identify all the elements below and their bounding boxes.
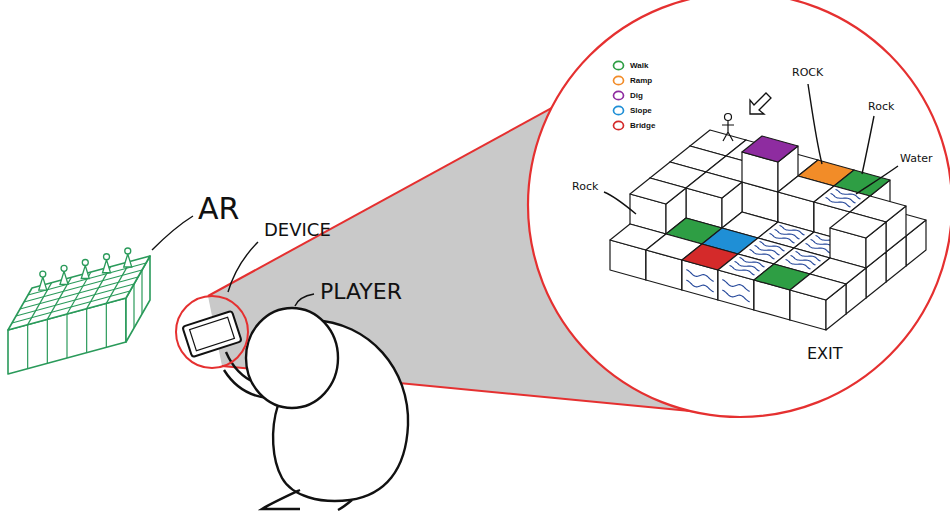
legend-swatch-box	[612, 105, 625, 116]
block-top	[686, 172, 742, 198]
leader-line	[295, 294, 314, 306]
block-top	[790, 274, 846, 300]
board-pawn	[104, 254, 110, 260]
board-pawn	[39, 277, 47, 290]
water-wave	[760, 241, 785, 251]
token-head	[725, 114, 732, 121]
legend-swatch	[614, 61, 624, 69]
ar-board	[8, 248, 150, 374]
player-token	[722, 114, 734, 142]
handwritten-label: AR	[196, 192, 241, 226]
handwritten-label: Rock	[866, 100, 896, 114]
water-wave	[786, 259, 811, 269]
leader-line	[228, 242, 258, 292]
water-wave	[770, 233, 795, 243]
board-pawn	[82, 260, 88, 266]
player-leg	[338, 500, 352, 510]
legend-swatch	[614, 121, 624, 129]
device	[182, 311, 241, 358]
legend-swatch	[614, 106, 624, 114]
legend-text: Dig	[630, 91, 643, 100]
device-body	[182, 311, 241, 358]
board-pawn	[61, 265, 67, 271]
water-wave	[686, 270, 713, 282]
board-grid	[27, 325, 28, 369]
legend-row: Dig	[612, 88, 655, 103]
leader-lines	[152, 84, 898, 306]
block-puzzle	[610, 130, 926, 330]
water-wave	[806, 243, 831, 253]
token-body	[722, 121, 734, 141]
board-grid	[47, 319, 48, 363]
zoom-circle	[528, 0, 950, 417]
handwritten-label: DEVICE	[262, 220, 333, 241]
legend-text: Slope	[630, 106, 652, 115]
handwritten-label: ROCK	[790, 66, 825, 80]
player-figure	[224, 308, 408, 510]
water-wave	[826, 197, 851, 207]
water-wave	[796, 251, 821, 261]
water-wave	[750, 249, 775, 259]
entry-arrow	[750, 93, 771, 114]
water-wave	[831, 193, 856, 203]
handwritten-label: EXIT	[805, 345, 845, 364]
board-grid	[20, 277, 138, 309]
leader-line	[604, 192, 636, 214]
legend-text: Ramp	[630, 76, 652, 85]
water-wave	[722, 280, 749, 292]
board-grid	[133, 284, 134, 328]
water-wave	[735, 261, 760, 271]
legend-swatch-box	[612, 75, 625, 86]
player-head	[246, 308, 338, 408]
legend-text: Bridge	[630, 121, 655, 130]
board-grid	[16, 284, 134, 316]
board-pawn	[124, 254, 132, 267]
water-wave	[740, 257, 765, 267]
legend-row: Bridge	[612, 118, 655, 133]
focus-circle	[176, 296, 248, 368]
device-screen	[190, 317, 235, 350]
board-grid	[106, 303, 107, 347]
player-leg	[262, 490, 300, 509]
board-grid	[141, 270, 142, 314]
leader-line	[862, 116, 874, 174]
board-grid	[12, 291, 130, 323]
legend-row: Ramp	[612, 73, 655, 88]
tile-top	[742, 136, 798, 162]
block-top	[830, 212, 886, 238]
water-wave	[791, 255, 816, 265]
handwritten-label: PLAYER	[318, 279, 404, 304]
board-grid	[28, 263, 146, 295]
legend-swatch-box	[612, 60, 625, 71]
water-wave	[780, 225, 805, 235]
leader-line	[808, 84, 822, 164]
legend-swatch	[614, 76, 624, 84]
leader-line	[152, 216, 193, 250]
water-wave	[686, 280, 713, 292]
legend-row: Slope	[612, 103, 655, 118]
legend-row: Walk	[612, 58, 655, 73]
block-top	[630, 178, 686, 204]
board-pawn	[40, 271, 46, 277]
water-wave	[755, 245, 780, 255]
water-wave	[730, 265, 755, 275]
board-grid	[86, 309, 87, 353]
legend-swatch-box	[612, 120, 625, 131]
handwritten-label: Rock	[570, 180, 600, 194]
board-pawn	[60, 271, 68, 284]
board-grid	[66, 314, 67, 358]
legend-swatch	[614, 91, 624, 99]
handwritten-label: Water	[898, 152, 935, 166]
legend: WalkRampDigSlopeBridge	[612, 58, 655, 133]
board-pawn	[125, 248, 131, 254]
board-pawn	[81, 266, 89, 279]
leader-line	[856, 166, 898, 194]
legend-text: Walk	[630, 61, 648, 70]
water-wave	[722, 290, 749, 302]
legend-swatch-box	[612, 90, 625, 101]
board-pawn	[103, 260, 111, 273]
water-wave	[775, 229, 800, 239]
